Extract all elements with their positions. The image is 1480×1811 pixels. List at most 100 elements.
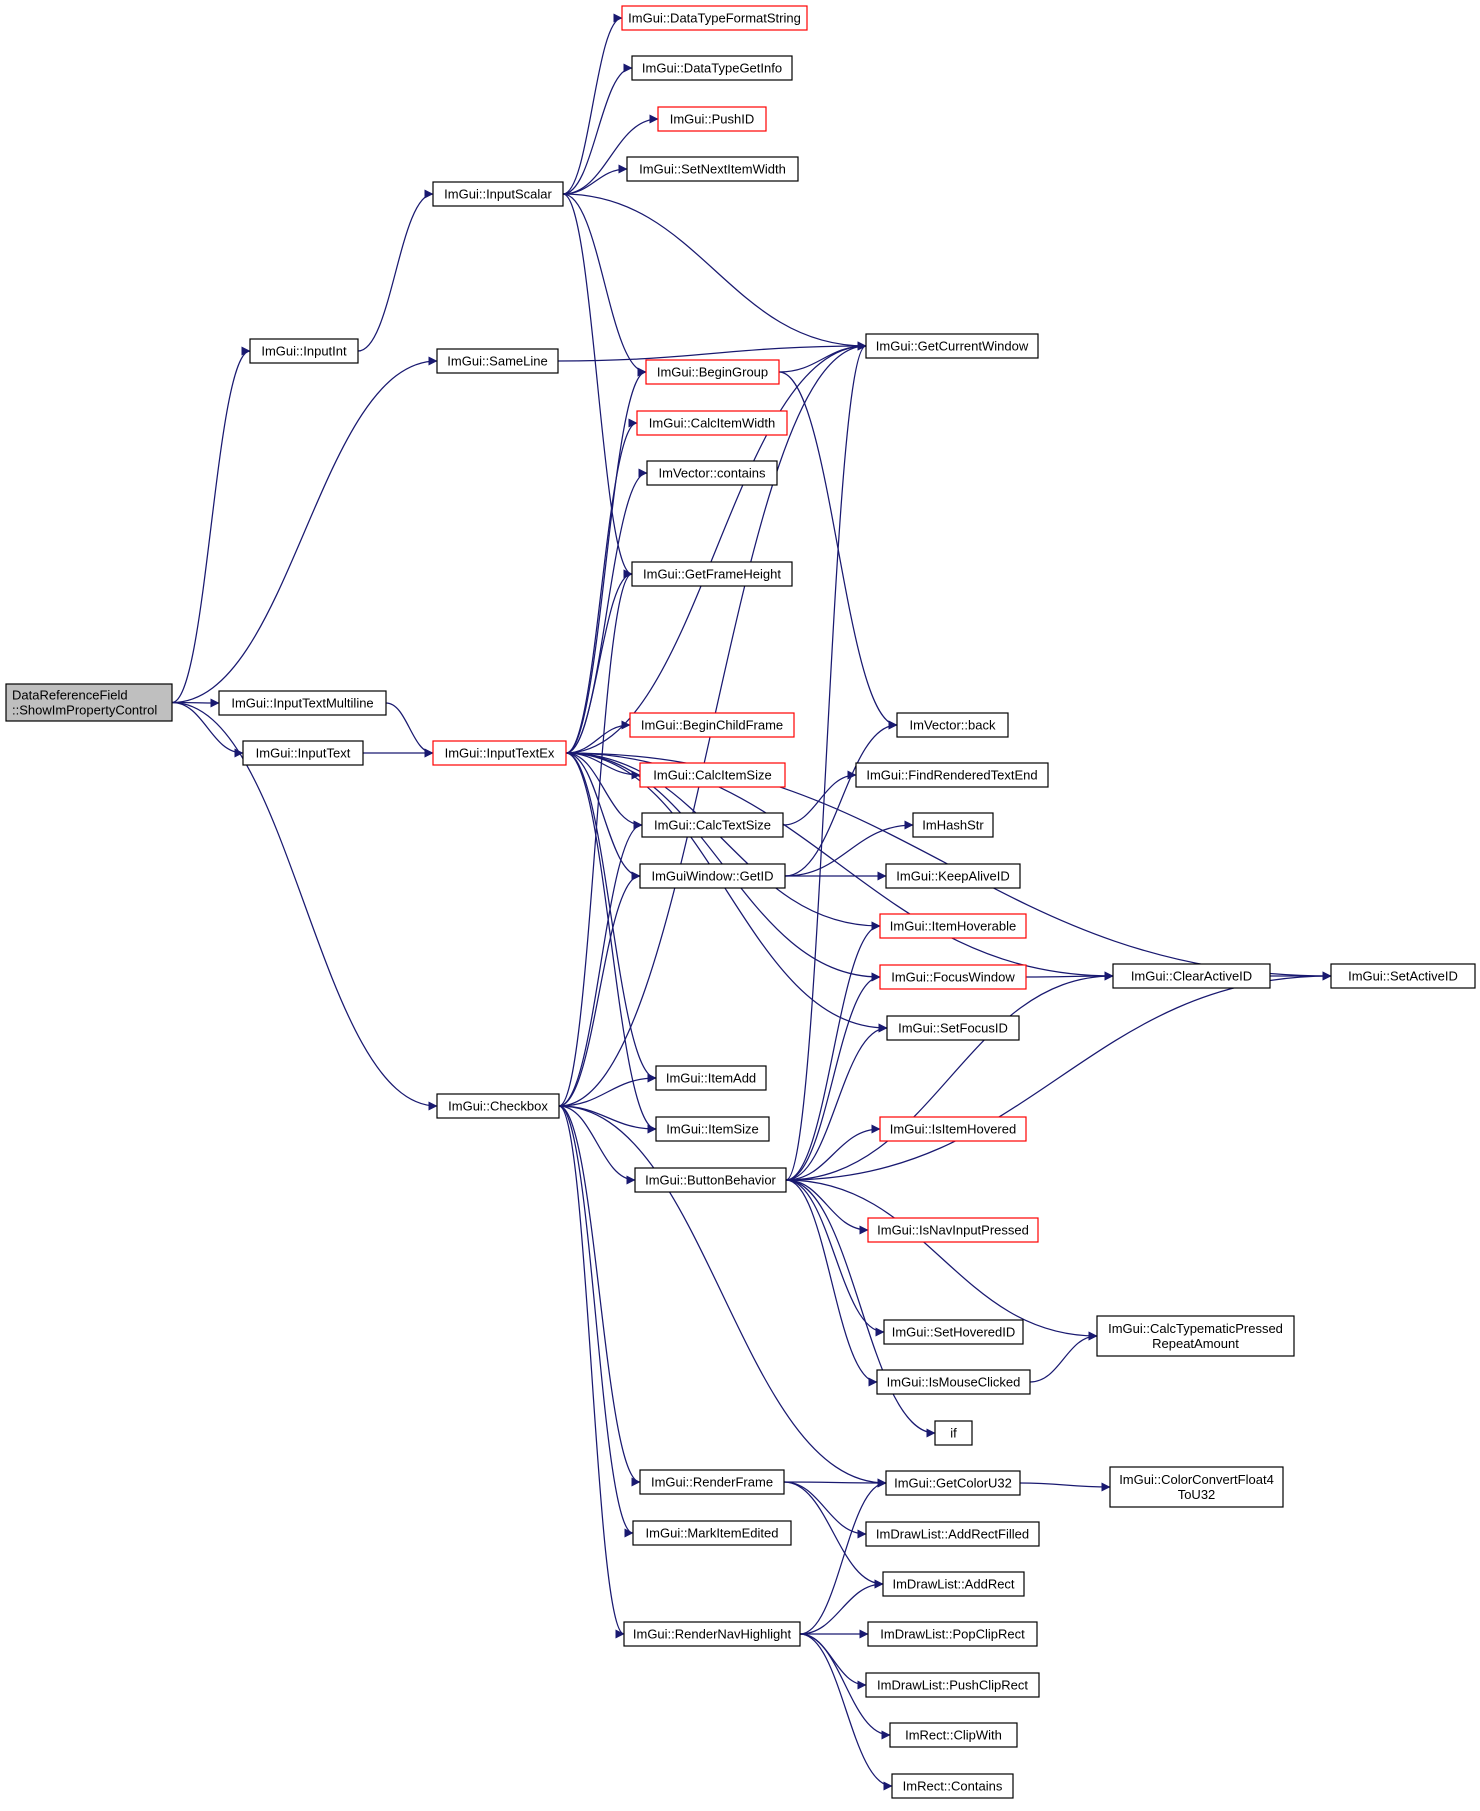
node-datatypeformatstring[interactable]: ImGui::DataTypeFormatString [621,5,808,31]
edge-ismouseclicked-to-calctypematic [1029,1331,1098,1383]
node-itemadd[interactable]: ImGui::ItemAdd [655,1065,767,1091]
node-box [623,1621,801,1647]
edges-layer [171,13,1332,1791]
node-inputint[interactable]: ImGui::InputInt [249,338,359,364]
edge-focuswindow-to-clearactiveid [1025,971,1114,981]
node-calcitemwidth[interactable]: ImGui::CalcItemWidth [636,410,788,436]
node-label: ImGui::ClearActiveID [1131,969,1252,984]
edge-windowgetid-to-imvectorback [784,720,898,877]
edge-inputint-to-inputscalar [357,189,434,352]
edge-calctextsize-to-findrenderedtextend [782,770,857,826]
node-label: ImGui::InputScalar [444,187,552,202]
node-itemsize[interactable]: ImGui::ItemSize [655,1116,770,1142]
node-buttonbehavior[interactable]: ImGui::ButtonBehavior [634,1167,787,1193]
node-clearactiveid[interactable]: ImGui::ClearActiveID [1112,963,1271,989]
node-calcitemsize[interactable]: ImGui::CalcItemSize [639,762,786,788]
edge-root-to-inputint [171,346,251,704]
edge-inputscalar-to-begingroup [562,193,647,377]
node-inputtext[interactable]: ImGui::InputText [242,740,364,766]
node-box [1109,1466,1284,1508]
node-imvectorback[interactable]: ImVector::back [896,712,1009,738]
node-label: ImGui::CalcTextSize [654,818,771,833]
node-datatypegetinfo[interactable]: ImGui::DataTypeGetInfo [631,55,793,81]
node-label: if [950,1426,957,1441]
node-label: DataReferenceField [12,688,128,703]
node-label: ImGuiWindow::GetID [651,869,773,884]
node-label: ImGui::InputTextEx [445,746,555,761]
node-box [242,740,364,766]
node-isitemhovered[interactable]: ImGui::IsItemHovered [879,1116,1027,1142]
edge-checkbox-to-windowgetid [558,871,641,1107]
node-box [883,1319,1024,1345]
edge-checkbox-to-getcoloru32 [558,1105,887,1488]
edge-rendernavhighlight-to-getcoloru32 [799,1478,887,1635]
node-inputscalar[interactable]: ImGui::InputScalar [432,181,564,207]
node-box [855,762,1049,788]
node-label: ImGui::ItemHoverable [890,919,1016,934]
node-contains[interactable]: ImRect::Contains [891,1773,1014,1799]
node-sameline[interactable]: ImGui::SameLine [436,348,559,374]
node-box [621,5,808,31]
node-setactiveid[interactable]: ImGui::SetActiveID [1330,963,1476,989]
node-label: ImVector::contains [659,466,766,481]
node-label: ImGui::BeginChildFrame [641,718,783,733]
node-label: ImGui::RenderFrame [651,1475,773,1490]
node-label: ImVector::back [910,718,996,733]
edge-inputscalar-to-getframeheight [562,193,633,579]
node-sethoveredid[interactable]: ImGui::SetHoveredID [883,1319,1024,1345]
node-windowgetid[interactable]: ImGuiWindow::GetID [639,863,786,889]
node-renderframe[interactable]: ImGui::RenderFrame [639,1469,785,1495]
edge-buttonbehavior-to-calctypematic [785,1179,1098,1341]
node-keepaliveid[interactable]: ImGui::KeepAliveID [885,863,1021,889]
node-label: ImGui::CalcItemSize [653,768,771,783]
node-begingroup[interactable]: ImGui::BeginGroup [645,359,780,385]
node-label: ImGui::ItemSize [666,1122,758,1137]
node-inputtextex[interactable]: ImGui::InputTextEx [432,740,567,766]
node-if[interactable]: if [934,1420,973,1446]
node-box [891,1773,1014,1799]
node-pushcliprect[interactable]: ImDrawList::PushClipRect [865,1672,1040,1698]
edge-inputscalar-to-getcurrentwindow [562,193,867,351]
edge-checkbox-to-calctextsize [558,820,643,1107]
node-getcurrentwindow[interactable]: ImGui::GetCurrentWindow [865,333,1039,359]
node-box [934,1420,973,1446]
node-label: ImGui::IsMouseClicked [887,1375,1021,1390]
node-addrect[interactable]: ImDrawList::AddRect [882,1571,1025,1597]
node-focuswindow[interactable]: ImGui::FocusWindow [879,964,1027,990]
node-box [646,460,778,486]
edge-checkbox-to-getframeheight [558,569,633,1107]
node-box [639,1469,785,1495]
edge-buttonbehavior-to-setactiveid [785,971,1332,1181]
edge-inputscalar-to-setnextitemwidth [562,164,628,195]
node-label: ImGui::CalcItemWidth [649,416,775,431]
node-setnextitemwidth[interactable]: ImGui::SetNextItemWidth [626,156,799,182]
node-label: ImGui::KeepAliveID [896,869,1009,884]
node-root[interactable]: DataReferenceField::ShowImPropertyContro… [5,683,173,722]
node-pushid[interactable]: ImGui::PushID [657,106,767,132]
node-checkbox[interactable]: ImGui::Checkbox [436,1093,560,1119]
node-popcliprect[interactable]: ImDrawList::PopClipRect [867,1621,1038,1647]
node-isnavinputpressed[interactable]: ImGui::IsNavInputPressed [867,1217,1039,1243]
node-beginchildframe[interactable]: ImGui::BeginChildFrame [629,712,795,738]
node-addrectfilled[interactable]: ImDrawList::AddRectFilled [865,1521,1040,1547]
node-getcoloru32[interactable]: ImGui::GetColorU32 [885,1470,1021,1496]
node-findrenderedtextend[interactable]: ImGui::FindRenderedTextEnd [855,762,1049,788]
node-imvectorcontains[interactable]: ImVector::contains [646,460,778,486]
edge-checkbox-to-buttonbehavior [558,1105,636,1185]
node-calctextsize[interactable]: ImGui::CalcTextSize [641,812,784,838]
node-ismouseclicked[interactable]: ImGui::IsMouseClicked [876,1369,1031,1395]
node-box [639,863,786,889]
node-getframeheight[interactable]: ImGui::GetFrameHeight [631,561,793,587]
node-setfocusid[interactable]: ImGui::SetFocusID [886,1015,1020,1041]
edge-renderframe-to-getcoloru32 [783,1478,887,1488]
node-inputtextmultiline[interactable]: ImGui::InputTextMultiline [218,690,387,716]
edge-root-to-checkbox [171,701,438,1111]
node-box [249,338,359,364]
node-itemhoverable[interactable]: ImGui::ItemHoverable [879,913,1027,939]
node-rendernavhighlight[interactable]: ImGui::RenderNavHighlight [623,1621,801,1647]
node-imhashstr[interactable]: ImHashStr [912,812,994,838]
node-clipwith[interactable]: ImRect::ClipWith [889,1722,1018,1748]
node-markitemedited[interactable]: ImGui::MarkItemEdited [632,1520,792,1546]
